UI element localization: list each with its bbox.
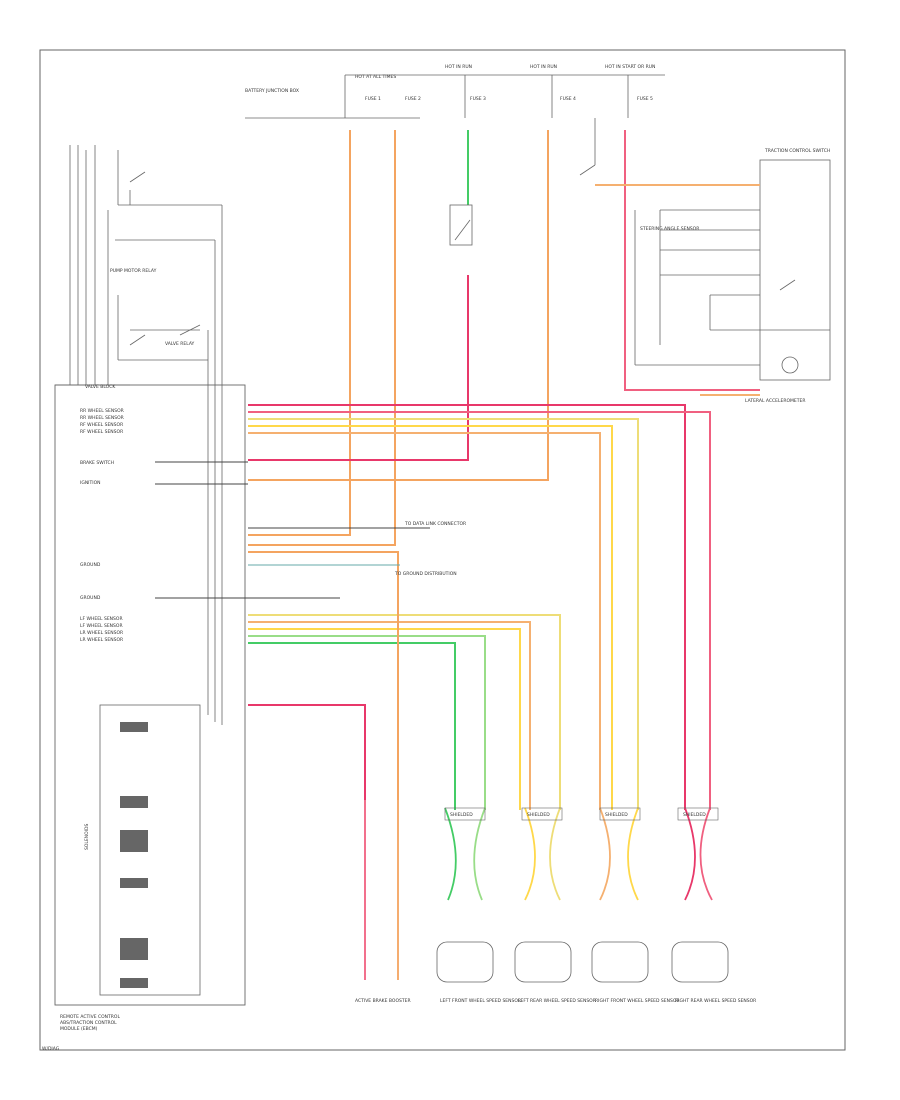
sensor-group-4: SHIELDED RIGHT REAR WHEEL SPEED SENSOR [671, 807, 756, 1004]
wire-lf-2 [248, 621, 531, 810]
right-module-wires [634, 209, 830, 374]
wire-rr-2 [248, 411, 711, 810]
pin-label-1: RR WHEEL SENSOR [80, 408, 124, 414]
battery-junction-label: BATTERY JUNCTION BOX [245, 88, 299, 94]
traction-control-module [759, 159, 831, 381]
hot-in-start-label: HOT IN START OR RUN [605, 64, 655, 70]
relay-2-label: VALVE RELAY [165, 341, 195, 347]
wire-rf-3 [248, 432, 601, 810]
connector-label-2: SHIELDED [527, 812, 550, 818]
wire-booster-2 [248, 551, 399, 800]
top-bus [245, 74, 665, 176]
fuse-4-label: FUSE 4 [560, 96, 576, 102]
module-connector-lines [155, 461, 430, 599]
corner-code: W/DIAG [42, 1046, 60, 1052]
dlc-label: TO DATA LINK CONNECTOR [404, 521, 466, 527]
module-pin-labels: RR WHEEL SENSOR RR WHEEL SENSOR RF WHEEL… [80, 408, 124, 643]
hot-in-run-label-1: HOT IN RUN [445, 64, 472, 70]
sensor-label-4: RIGHT REAR WHEEL SPEED SENSOR [675, 998, 756, 1004]
feed-wire-orange-2 [248, 130, 396, 546]
pin-label-6: IGNITION [80, 480, 101, 486]
title-line-2: ABS/TRACTION CONTROL [60, 1020, 117, 1026]
wire-rf-2 [248, 425, 613, 810]
title-line-1: REMOTE ACTIVE CONTROL [60, 1014, 120, 1020]
pin-label-3: RF WHEEL SENSOR [80, 422, 123, 428]
wire-lf-3 [248, 628, 521, 810]
solenoids-label: SOLENOIDS [84, 824, 90, 850]
wire-lr-1 [248, 635, 486, 810]
ebcm-module-box [54, 384, 246, 1006]
feed-wire-orange-1 [248, 130, 351, 536]
relay-1-label: PUMP MOTOR RELAY [110, 268, 157, 274]
wire-booster-1 [248, 704, 366, 800]
connector-label-1: SHIELDED [450, 812, 473, 818]
pin-label-11: LR WHEEL SENSOR [80, 630, 123, 636]
steering-angle-label: STEERING ANGLE SENSOR [640, 226, 699, 232]
sensor-label-1: LEFT FRONT WHEEL SPEED SENSOR [440, 998, 521, 1004]
pin-label-8: GROUND [80, 595, 101, 601]
title-line-3: MODULE (EBCM) [60, 1026, 98, 1032]
sensor-wires [248, 404, 711, 810]
valve-block-label: VALVE BLOCK [85, 384, 116, 390]
wire-lf-1 [248, 614, 561, 810]
pin-label-9: LF WHEEL SENSOR [80, 616, 123, 622]
wire-lr-2 [248, 642, 456, 810]
connector-label-4: SHIELDED [683, 812, 706, 818]
pin-label-2: RR WHEEL SENSOR [80, 415, 124, 421]
pin-label-7: GROUND [80, 562, 101, 568]
solenoid-block [99, 704, 201, 996]
pin-label-5: BRAKE SWITCH [80, 460, 114, 466]
feed-wire-peach [248, 130, 549, 481]
booster-sensor: ACTIVE BRAKE BOOSTER [355, 800, 411, 1004]
feed-wire-red [248, 275, 469, 461]
pin-label-12: LR WHEEL SENSOR [80, 637, 123, 643]
traction-control-title: TRACTION CONTROL SWITCH [764, 148, 830, 154]
brake-switch-box [449, 204, 473, 246]
solenoid-icons [120, 722, 148, 988]
ground-label: TO GROUND DISTRIBUTION [394, 571, 457, 577]
sensor-group-1: SHIELDED LEFT FRONT WHEEL SPEED SENSOR [436, 807, 521, 1004]
fuse-1-label: FUSE 1 [365, 96, 381, 102]
pin-label-4: RF WHEEL SENSOR [80, 429, 123, 435]
bottom-sensors: SHIELDED LEFT FRONT WHEEL SPEED SENSOR S… [355, 800, 756, 1004]
lateral-accel-label: LATERAL ACCELEROMETER [745, 398, 805, 404]
sensor-group-3: SHIELDED RIGHT FRONT WHEEL SPEED SENSOR [591, 807, 680, 1004]
sensor-label-2: LEFT REAR WHEEL SPEED SENSOR [518, 998, 596, 1004]
wire-rf-1 [248, 418, 639, 810]
wire-rr-1 [248, 404, 686, 810]
fuse-5-label: FUSE 5 [637, 96, 653, 102]
pin-label-10: LF WHEEL SENSOR [80, 623, 123, 629]
feed-wire-pink-right [624, 130, 760, 391]
fuse-3-label: FUSE 3 [470, 96, 486, 102]
booster-label: ACTIVE BRAKE BOOSTER [355, 998, 411, 1004]
feed-wires [248, 130, 760, 546]
connector-label-3: SHIELDED [605, 812, 628, 818]
fuse-2-label: FUSE 2 [405, 96, 421, 102]
hot-at-all-times-label: HOT AT ALL TIMES [355, 74, 396, 80]
relay-area [55, 145, 223, 725]
sensor-label-3: RIGHT FRONT WHEEL SPEED SENSOR [595, 998, 680, 1004]
sensor-group-2: SHIELDED LEFT REAR WHEEL SPEED SENSOR [514, 807, 596, 1004]
hot-in-run-label-2: HOT IN RUN [530, 64, 557, 70]
diagram-frame [39, 49, 846, 1051]
